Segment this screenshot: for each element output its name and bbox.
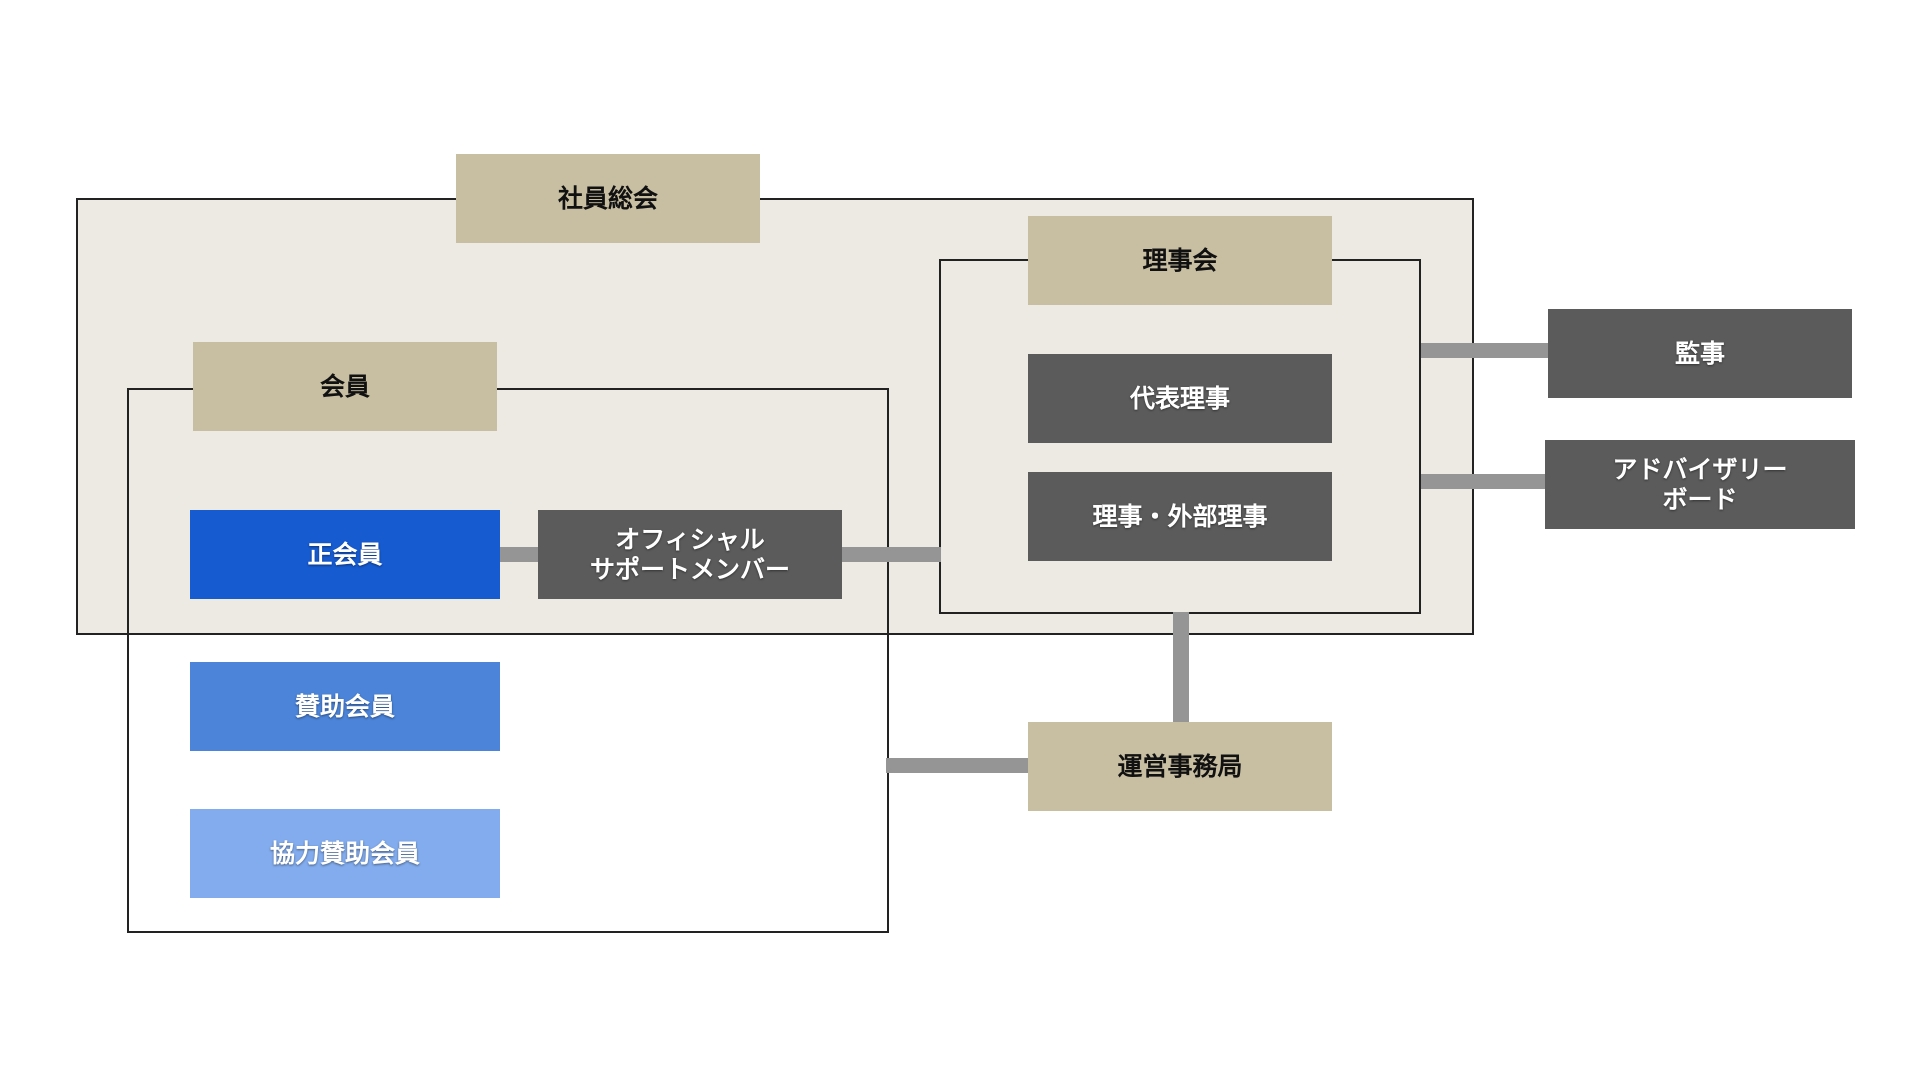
connector-support-to-board [842,547,941,562]
connector-board-to-secretariat [1173,612,1189,723]
regular-member-box: 正会員 [190,510,500,599]
general-meeting-label: 社員総会 [456,154,760,243]
connector-members-to-secretariat [886,758,1029,773]
connector-regular-to-support [499,547,539,562]
secretariat-box: 運営事務局 [1028,722,1332,811]
auditor-box: 監事 [1548,309,1852,398]
members-frame [127,388,889,933]
directors-box: 理事・外部理事 [1028,472,1332,561]
connector-board-to-auditor [1421,343,1549,358]
connector-board-to-advisory [1421,474,1546,489]
cooperative-supporting-member-box: 協力賛助会員 [190,809,500,898]
representative-director-box: 代表理事 [1028,354,1332,443]
supporting-member-box: 賛助会員 [190,662,500,751]
advisory-board-box: アドバイザリー ボード [1545,440,1855,529]
board-label: 理事会 [1028,216,1332,305]
official-support-member-box: オフィシャル サポートメンバー [538,510,842,599]
members-label: 会員 [193,342,497,431]
